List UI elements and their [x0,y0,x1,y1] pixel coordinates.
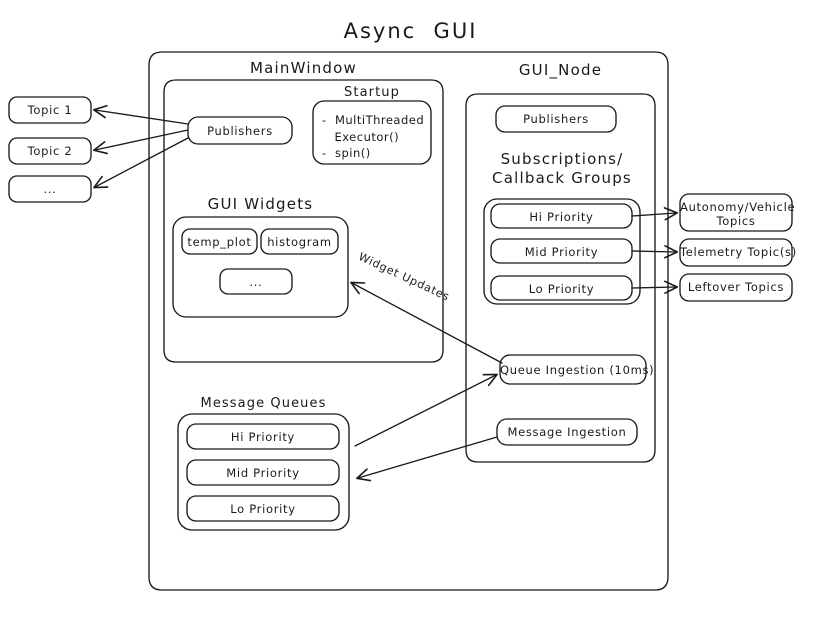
mq-lo-shape [186,495,340,522]
queue-ingestion-shape [499,354,647,385]
telemetry-topics-shape [679,238,793,267]
gui-node-shape [465,93,656,463]
message-ingestion-shape [496,418,638,446]
edge-queues-to-queue-ingestion [354,373,498,447]
edge-publishers-topicdots [93,137,189,189]
edge-publishers-topic1 [92,104,189,125]
outer-container-shape [148,51,669,591]
edge-widget-updates [350,281,503,364]
edge-lo-leftover [631,280,679,294]
widget-dots-shape [219,268,293,295]
temp-plot-shape [181,228,258,255]
topic-dots-shape [8,175,92,203]
gn-publishers-shape [495,105,617,133]
mw-publishers-shape [187,116,293,145]
subscriptions-shape [483,198,641,305]
sub-hi-shape [490,203,633,229]
main-window-shape [163,79,444,363]
sub-mid-shape [490,238,633,264]
autonomy-topics-shape [679,193,793,232]
mq-hi-shape [186,423,340,450]
startup-shape [312,100,432,165]
message-queues-shape [177,413,350,531]
leftover-topics-shape [679,273,793,302]
topic-1-shape [8,96,92,124]
topic-2-shape [8,137,92,165]
edge-publishers-topic2 [92,129,189,155]
gui-widgets-shape [172,216,349,318]
edge-mid-telemetry [631,245,679,259]
edge-hi-autonomy [631,207,679,221]
histogram-shape [260,228,339,255]
edge-message-ingestion-to-queues [356,436,498,482]
mq-mid-shape [186,459,340,486]
sub-lo-shape [490,275,633,301]
